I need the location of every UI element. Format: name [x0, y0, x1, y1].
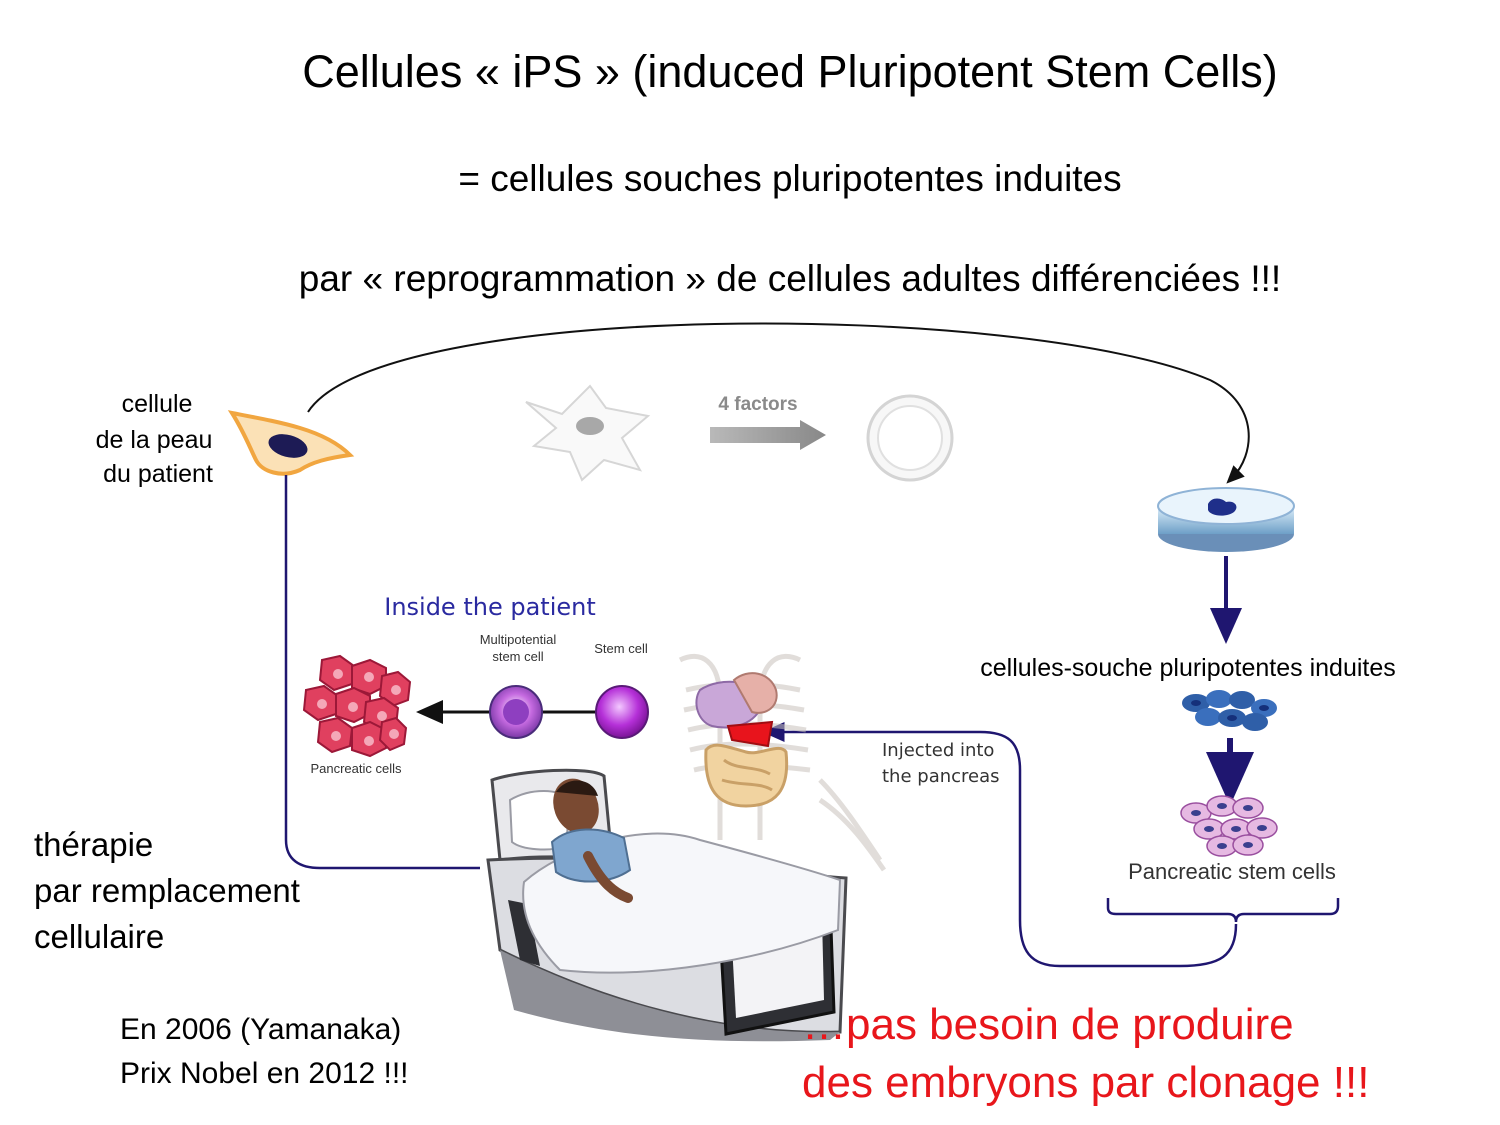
pancreatic-stem-cells-nuclei: [1191, 803, 1267, 849]
therapy-label-line3: cellulaire: [34, 918, 165, 955]
injection-path: [762, 722, 1238, 968]
reprogramming-arc: [307, 322, 1250, 484]
pancreatic-cells-label: Pancreatic cells: [310, 761, 402, 776]
page-title: Cellules « iPS » (induced Pluripotent St…: [302, 46, 1278, 97]
ips-colony-icon: [866, 394, 954, 482]
stem-cell-icon: [595, 685, 649, 739]
therapy-label-line1: thérapie: [34, 826, 154, 863]
pancreatic-cells-icon: [302, 654, 412, 758]
skin-cell-label-line1: cellule: [122, 390, 193, 418]
multipotential-label-line2: stem cell: [492, 649, 543, 664]
history-line1: En 2006 (Yamanaka): [120, 1013, 402, 1046]
ips-label: cellules-souche pluripotentes induites: [980, 654, 1396, 682]
factors-label: 4 factors: [718, 394, 797, 415]
pancreatic-stem-cells-label: Pancreatic stem cells: [1128, 859, 1336, 884]
pancreatic-stem-cells-icon: [1180, 795, 1278, 857]
pancreatic-cells-nuclei: [317, 669, 401, 746]
ips-cell-cluster-icon: [1182, 690, 1277, 731]
fibroblast-icon: [525, 384, 651, 482]
skin-cell-icon: [227, 410, 355, 476]
multipotential-label-line1: Multipotential: [480, 632, 557, 647]
history-line2: Prix Nobel en 2012 !!!: [120, 1057, 409, 1090]
stem-cell-label: Stem cell: [594, 641, 648, 656]
injected-label-line2: the pancreas: [882, 766, 1000, 787]
organs-illustration: [695, 672, 789, 808]
multipotential-stem-cell-icon: [489, 685, 543, 739]
therapy-label-line2: par remplacement: [34, 872, 300, 909]
subtitle: = cellules souches pluripotentes induite…: [458, 158, 1122, 199]
conclusion-line1: …pas besoin de produire: [802, 1000, 1294, 1049]
conclusion-line2: des embryons par clonage !!!: [802, 1058, 1370, 1107]
therapy-label: thérapie par remplacement cellulaire: [34, 822, 300, 960]
injected-label-line1: Injected into: [882, 740, 994, 761]
subtitle-reprogramming: par « reprogrammation » de cellules adul…: [298, 258, 1282, 299]
pancreatic-stem-cells-brace: [1106, 898, 1340, 923]
skin-cell-label-line2: de la peau: [96, 426, 213, 454]
petri-dish-icon: [1157, 487, 1295, 552]
inside-patient-title: Inside the patient: [384, 593, 596, 621]
history-note: En 2006 (Yamanaka) Prix Nobel en 2012 !!…: [120, 1008, 409, 1096]
factors-arrow: [710, 420, 826, 450]
skin-cell-label-line3: du patient: [103, 460, 213, 488]
hospital-bed-illustration: [486, 768, 848, 1042]
conclusion-note: …pas besoin de produire des embryons par…: [802, 996, 1369, 1112]
therapy-path: [284, 475, 480, 870]
